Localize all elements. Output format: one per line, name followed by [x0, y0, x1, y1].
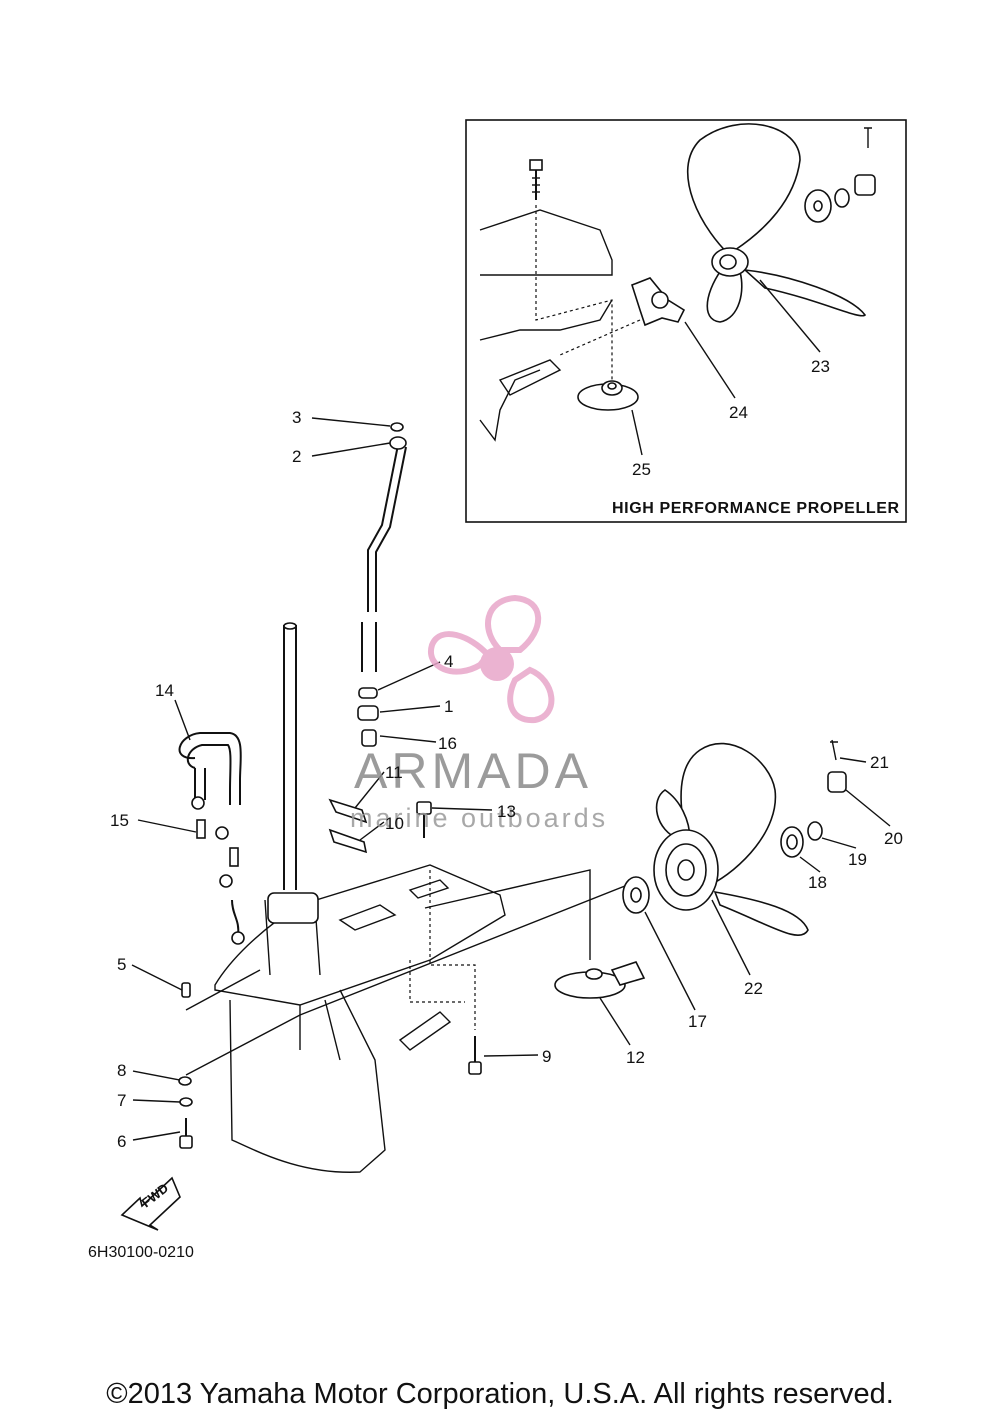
watermark-tagline: marine outboards [350, 803, 608, 833]
lower-casing-icon [214, 864, 506, 1173]
watermark-brand: ARMADA [354, 743, 592, 799]
bolt-6-icon [179, 1118, 193, 1149]
main-assembly: FWD [120, 422, 847, 1231]
propeller-22-icon [653, 742, 809, 936]
part-label-21: 21 [870, 753, 889, 772]
washer-8-icon [178, 1076, 192, 1086]
drawing-code: 6H30100-0210 [88, 1244, 194, 1261]
cotter-pin-21-icon [830, 739, 838, 761]
part-label-22: 22 [744, 979, 763, 998]
inset-panel [465, 119, 907, 523]
seal-1-icon [357, 705, 379, 721]
armada-watermark: ARMADA marine outboards [350, 594, 608, 833]
washer-7-icon [179, 1097, 193, 1107]
armada-logo-icon [428, 594, 555, 724]
part-label-12: 12 [626, 1048, 645, 1067]
bolt-9-icon [468, 1036, 482, 1075]
hose-fittings-15-icon [191, 796, 245, 945]
oring-3-icon [390, 422, 404, 432]
part-label-23: 23 [811, 357, 830, 376]
grommet-2-icon [389, 436, 407, 450]
fwd-arrow-icon: FWD [120, 1176, 181, 1231]
part-label-17: 17 [688, 1012, 707, 1031]
copyright-notice: ©2013 Yamaha Motor Corporation, U.S.A. A… [106, 1378, 894, 1410]
part-label-15: 15 [110, 811, 129, 830]
part-label-2: 2 [292, 447, 301, 466]
inset-frame [465, 119, 907, 523]
part-label-5: 5 [117, 955, 126, 974]
part-label-20: 20 [884, 829, 903, 848]
plate-10-icon [328, 828, 368, 854]
water-tube-14-icon [178, 732, 242, 805]
inset-bolt-icon [529, 159, 543, 200]
anode-12-icon [554, 961, 646, 999]
inset-title: HIGH PERFORMANCE PROPELLER [612, 500, 900, 517]
part-label-1: 1 [444, 697, 453, 716]
pin-5-icon [181, 982, 191, 998]
part-label-3: 3 [292, 408, 301, 427]
bolt-13-icon [416, 801, 432, 838]
seal-4-icon [358, 687, 378, 699]
leader-lines [131, 417, 891, 1141]
part-label-24: 24 [729, 403, 748, 422]
part-label-8: 8 [117, 1061, 126, 1080]
spacer-24-icon [631, 277, 686, 327]
part-label-6: 6 [117, 1132, 126, 1151]
part-label-25: 25 [632, 460, 651, 479]
part-label-9: 9 [542, 1047, 551, 1066]
part-label-19: 19 [848, 850, 867, 869]
inset-nut-icon [854, 174, 876, 196]
part-label-14: 14 [155, 681, 174, 700]
propeller-23-icon [686, 123, 867, 323]
part-label-16: 16 [438, 734, 457, 753]
part-label-13: 13 [497, 802, 516, 821]
part-labels: 1 2 3 4 5 6 7 8 9 10 11 12 13 14 15 16 1… [110, 357, 903, 1151]
plate-11-icon [328, 798, 368, 824]
bush-16-icon [361, 729, 377, 747]
nut-20-icon [827, 771, 847, 793]
part-label-10: 10 [385, 814, 404, 833]
washer-19-icon [807, 821, 823, 841]
thrust-washer-17-icon [622, 876, 650, 914]
part-label-18: 18 [808, 873, 827, 892]
part-label-4: 4 [444, 652, 453, 671]
anode-25-icon [577, 380, 639, 411]
part-label-7: 7 [117, 1091, 126, 1110]
part-label-11: 11 [385, 763, 403, 782]
